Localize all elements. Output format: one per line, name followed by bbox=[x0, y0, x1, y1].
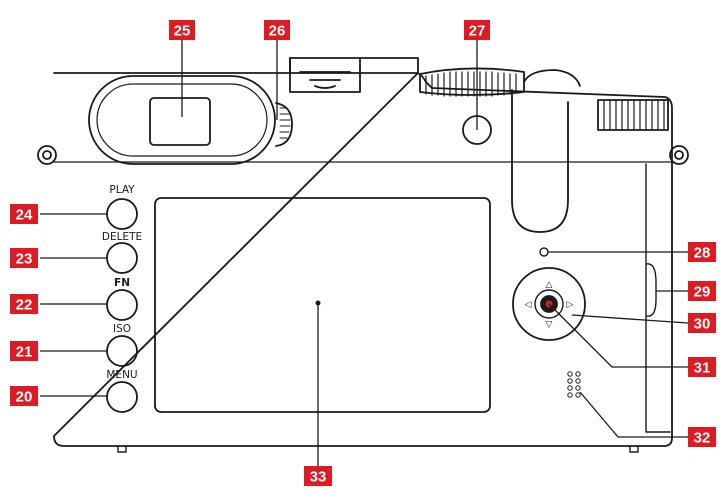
callout-25: 25 bbox=[169, 20, 195, 40]
status-led bbox=[539, 247, 549, 257]
callout-27: 27 bbox=[464, 20, 490, 40]
callout-26: 26 bbox=[264, 20, 290, 40]
svg-text:26: 26 bbox=[269, 23, 286, 40]
iso-button bbox=[106, 335, 138, 367]
thumb-dial bbox=[597, 99, 669, 131]
leader-32 bbox=[579, 391, 688, 438]
dpad-down-icon: ▽ bbox=[546, 320, 553, 330]
strap-lug-right bbox=[669, 145, 689, 165]
strap-lug-left bbox=[37, 145, 57, 165]
top-bump bbox=[523, 69, 581, 87]
callout-24: 24 bbox=[10, 204, 38, 224]
leader-30 bbox=[571, 314, 689, 324]
callout-22: 22 bbox=[10, 294, 38, 314]
svg-text:24: 24 bbox=[16, 207, 33, 224]
play-label: PLAY bbox=[109, 184, 135, 196]
iso-label: ISO bbox=[113, 323, 131, 335]
delete-label: DELETE bbox=[102, 231, 142, 243]
lcd-screen bbox=[154, 197, 491, 413]
side-card-door bbox=[645, 163, 671, 433]
callout-33: 33 bbox=[304, 466, 332, 486]
menu-label: MENU bbox=[106, 369, 137, 381]
menu-button bbox=[106, 381, 138, 413]
svg-text:28: 28 bbox=[694, 245, 711, 262]
svg-text:25: 25 bbox=[174, 23, 191, 40]
dpad-up-icon: △ bbox=[546, 280, 553, 290]
svg-text:30: 30 bbox=[694, 316, 711, 333]
viewfinder-window bbox=[149, 97, 211, 146]
callout-21: 21 bbox=[10, 341, 38, 361]
svg-text:20: 20 bbox=[16, 389, 33, 406]
hot-shoe bbox=[289, 57, 361, 93]
svg-text:27: 27 bbox=[469, 23, 486, 40]
svg-text:29: 29 bbox=[694, 284, 711, 301]
callout-23: 23 bbox=[10, 248, 38, 268]
svg-text:32: 32 bbox=[694, 430, 711, 447]
svg-text:33: 33 bbox=[310, 469, 327, 486]
callout-20: 20 bbox=[10, 386, 38, 406]
svg-text:21: 21 bbox=[16, 344, 33, 361]
leader-31 bbox=[548, 303, 688, 368]
svg-text:22: 22 bbox=[16, 297, 33, 314]
callout-29: 29 bbox=[688, 281, 716, 301]
callout-28: 28 bbox=[688, 242, 716, 262]
callout-30: 30 bbox=[688, 313, 716, 333]
speaker-grille bbox=[567, 371, 581, 398]
delete-button bbox=[106, 242, 138, 274]
feet bbox=[117, 445, 639, 453]
fn-label: FN bbox=[114, 277, 130, 289]
callout-31: 31 bbox=[688, 357, 716, 377]
dpad-right-icon: ▷ bbox=[567, 300, 574, 310]
thumb-rest bbox=[511, 89, 569, 233]
play-button bbox=[106, 198, 138, 230]
svg-text:23: 23 bbox=[16, 251, 33, 268]
dpad-left-icon: ◁ bbox=[525, 300, 532, 310]
diopter-knob bbox=[275, 102, 293, 147]
fn-button bbox=[106, 289, 138, 321]
direction-pad bbox=[512, 267, 586, 341]
callout-32: 32 bbox=[688, 427, 716, 447]
svg-text:31: 31 bbox=[694, 360, 711, 377]
